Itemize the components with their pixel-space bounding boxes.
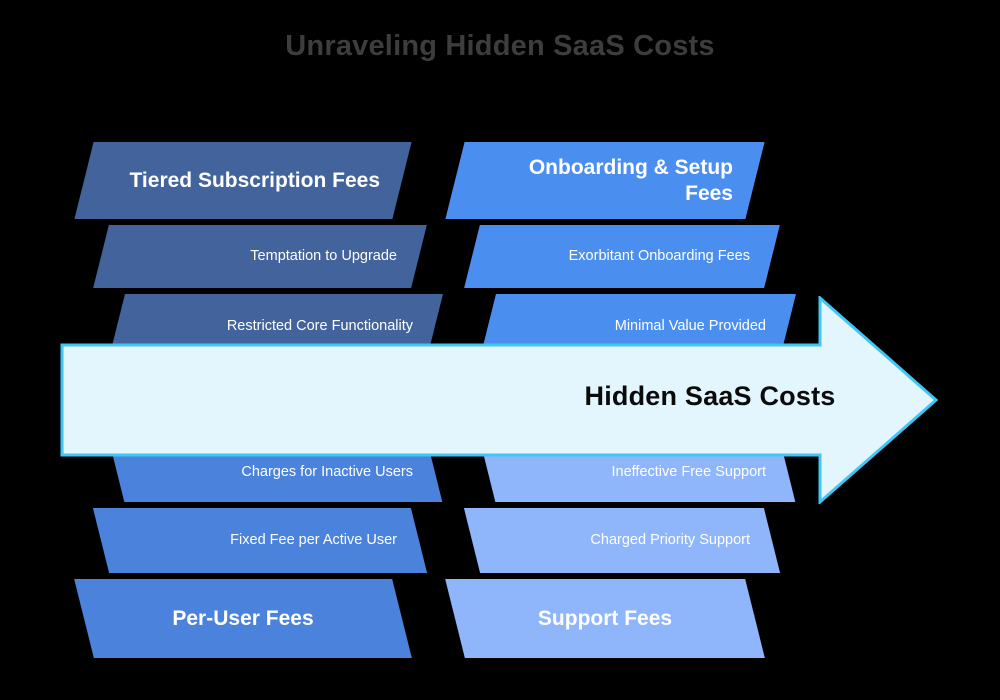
cause-fixed-fee-per-active-user[interactable]: Fixed Fee per Active User xyxy=(92,508,428,573)
cause-label: Restricted Core Functionality xyxy=(226,317,413,334)
spine-arrow xyxy=(60,296,938,504)
category-header-onboarding-setup-fees[interactable]: Onboarding & Setup Fees xyxy=(445,142,765,219)
cause-ineffective-free-support[interactable]: Ineffective Free Support xyxy=(480,443,796,502)
cause-temptation-to-upgrade[interactable]: Temptation to Upgrade xyxy=(93,225,427,288)
cause-minimal-value-provided[interactable]: Minimal Value Provided xyxy=(480,294,796,358)
cause-charged-priority-support[interactable]: Charged Priority Support xyxy=(463,508,781,573)
cause-label: Charged Priority Support xyxy=(590,532,750,549)
category-header-tiered-subscription-fees[interactable]: Tiered Subscription Fees xyxy=(74,142,412,219)
cause-label: Charges for Inactive Users xyxy=(241,464,413,481)
category-header-label: Support Fees xyxy=(537,606,673,630)
category-header-per-user-fees[interactable]: Per-User Fees xyxy=(74,579,412,658)
cause-label: Exorbitant Onboarding Fees xyxy=(568,248,750,265)
page-title: Unraveling Hidden SaaS Costs xyxy=(285,30,715,62)
cause-label: Fixed Fee per Active User xyxy=(230,532,397,549)
cause-exorbitant-onboarding-fees[interactable]: Exorbitant Onboarding Fees xyxy=(464,225,780,288)
category-header-label: Onboarding & Setup Fees xyxy=(528,155,733,205)
cause-restricted-core-functionality[interactable]: Restricted Core Functionality xyxy=(109,294,443,358)
cause-label: Temptation to Upgrade xyxy=(250,248,397,265)
category-header-label: Tiered Subscription Fees xyxy=(129,168,380,192)
cause-label: Minimal Value Provided xyxy=(614,317,766,334)
category-header-support-fees[interactable]: Support Fees xyxy=(445,579,765,658)
category-header-label: Per-User Fees xyxy=(172,606,314,630)
cause-label: Ineffective Free Support xyxy=(611,464,767,481)
cause-charges-for-inactive-users[interactable]: Charges for Inactive Users xyxy=(109,443,443,502)
